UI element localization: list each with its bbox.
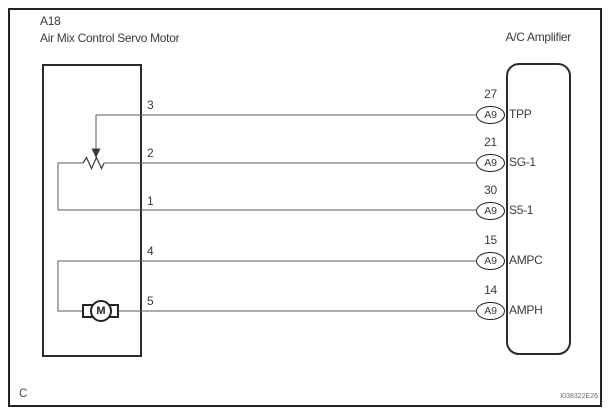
pin-number-tpp: 27 — [484, 87, 497, 101]
potentiometer-icon — [82, 156, 105, 170]
wire-lines — [57, 114, 476, 312]
corner-label: C — [19, 388, 28, 400]
wire-number-3: 3 — [147, 98, 154, 112]
wire-number-2: 2 — [147, 146, 154, 160]
amplifier-title: A/C Amplifier — [505, 30, 572, 44]
motor-circle — [90, 300, 112, 322]
connector-oval-tpp: A9 — [476, 106, 505, 124]
figure-code: I038322E26 — [560, 393, 598, 400]
servo-title-block: A18 Air Mix Control Servo Motor — [40, 13, 180, 47]
connector-code: A9 — [484, 205, 497, 217]
signal-label-amph: AMPH — [509, 303, 543, 317]
motor-letter: M — [96, 304, 106, 317]
connector-code: A9 — [484, 305, 497, 317]
connector-oval-sg1: A9 — [476, 154, 505, 172]
connector-code: A9 — [484, 157, 497, 169]
pin-number-s51: 30 — [484, 183, 497, 197]
connector-oval-amph: A9 — [476, 302, 505, 320]
amplifier-box — [506, 63, 571, 355]
wire-number-5: 5 — [147, 294, 154, 308]
connector-oval-ampc: A9 — [476, 252, 505, 270]
connector-code: A9 — [484, 255, 497, 267]
signal-label-tpp: TPP — [509, 107, 532, 121]
wire-number-4: 4 — [147, 244, 154, 258]
signal-label-sg1: SG-1 — [509, 155, 536, 169]
pin-number-ampc: 15 — [484, 233, 497, 247]
wire-1-line — [57, 162, 476, 211]
signal-label-ampc: AMPC — [509, 253, 543, 267]
motor-icon — [82, 300, 119, 322]
servo-connector-id: A18 — [40, 14, 61, 28]
wire-4-line — [57, 260, 476, 312]
pin-number-sg1: 21 — [484, 135, 497, 149]
connector-code: A9 — [484, 109, 497, 121]
pin-number-amph: 14 — [484, 283, 497, 297]
connector-oval-s51: A9 — [476, 202, 505, 220]
wiper-arrow-icon — [91, 148, 101, 158]
servo-name: Air Mix Control Servo Motor — [40, 31, 180, 45]
signal-label-s51: S5-1 — [509, 203, 534, 217]
wire-number-1: 1 — [147, 194, 154, 208]
